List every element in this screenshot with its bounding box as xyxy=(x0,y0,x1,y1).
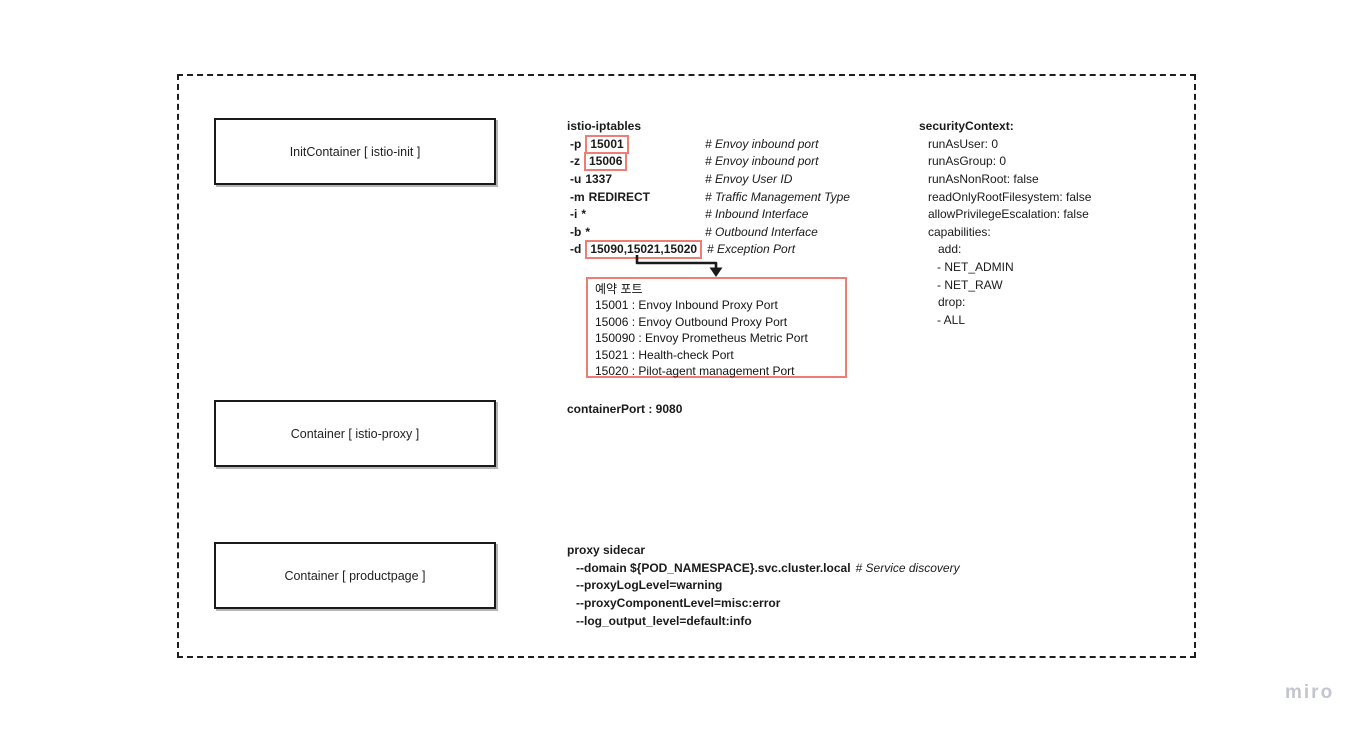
flag-z: -z xyxy=(570,154,580,169)
security-context-line: allowPrivilegeEscalation: false xyxy=(928,207,1089,222)
flag-d: -d xyxy=(570,242,582,257)
reserved-port-item: 15020 : Pilot-agent management Port xyxy=(595,364,795,379)
proxy-sidecar-title: proxy sidecar xyxy=(567,543,646,557)
security-context-line: runAsGroup: 0 xyxy=(928,154,1007,169)
comment-u: # Envoy User ID xyxy=(705,171,793,186)
reserved-ports-title: 예약 포트 xyxy=(595,282,643,296)
exception-ports-arrow xyxy=(635,255,723,277)
proxy-sidecar-block[interactable]: proxy sidecar --domain ${POD_NAMESPACE}.… xyxy=(567,542,960,630)
productpage-container-label: Container [ productpage ] xyxy=(284,568,426,583)
istio-proxy-container-label: Container [ istio-proxy ] xyxy=(290,426,420,441)
iptables-line-i: -i* # Inbound Interface xyxy=(567,206,808,224)
flag-i: -i xyxy=(570,207,578,222)
comment-i: # Inbound Interface xyxy=(705,207,809,222)
flag-u: -u xyxy=(570,171,582,186)
reserved-port-item: 15001 : Envoy Inbound Proxy Port xyxy=(595,298,778,313)
security-context-block[interactable]: securityContext: runAsUser: 0 runAsGroup… xyxy=(919,118,1091,330)
proxy-domain-arg: --domain ${POD_NAMESPACE}.svc.cluster.lo… xyxy=(576,560,851,575)
security-context-line: runAsUser: 0 xyxy=(928,136,999,151)
istio-proxy-container-box[interactable]: Container [ istio-proxy ] xyxy=(214,400,496,467)
comment-m: # Traffic Management Type xyxy=(705,189,850,204)
value-user-id: 1337 xyxy=(585,171,613,186)
pod-boundary-frame[interactable] xyxy=(177,74,1196,658)
security-context-line: drop: xyxy=(938,295,966,310)
reserved-port-item: 150090 : Envoy Prometheus Metric Port xyxy=(595,331,808,346)
value-outbound-port: 15006 xyxy=(584,152,628,172)
flag-m: -m xyxy=(570,189,585,204)
iptables-line-z: -z 15006 # Envoy inbound port xyxy=(567,152,818,172)
init-container-box[interactable]: InitContainer [ istio-init ] xyxy=(214,118,496,185)
comment-z: # Envoy inbound port xyxy=(705,154,819,169)
proxy-sidecar-domain-line: --domain ${POD_NAMESPACE}.svc.cluster.lo… xyxy=(567,560,960,578)
security-context-line: runAsNonRoot: false xyxy=(928,171,1039,186)
init-container-label: InitContainer [ istio-init ] xyxy=(289,144,421,159)
flag-p: -p xyxy=(570,136,582,151)
security-context-line: add: xyxy=(938,242,962,257)
security-context-line: - NET_RAW xyxy=(937,277,1003,292)
miro-watermark: miro xyxy=(1285,682,1335,703)
value-inbound-iface: * xyxy=(581,207,587,222)
proxy-componentlevel-arg: --proxyComponentLevel=misc:error xyxy=(576,595,781,610)
reserved-port-item: 15006 : Envoy Outbound Proxy Port xyxy=(595,314,788,329)
security-context-line: - ALL xyxy=(937,313,966,328)
proxy-domain-comment: # Service discovery xyxy=(855,560,960,575)
container-port-text[interactable]: containerPort : 9080 xyxy=(567,402,683,416)
security-context-line: readOnlyRootFilesystem: false xyxy=(928,189,1092,204)
iptables-line-b: -b* # Outbound Interface xyxy=(567,224,818,242)
proxy-loglevel-arg: --proxyLogLevel=warning xyxy=(576,578,723,593)
security-context-line: - NET_ADMIN xyxy=(937,260,1014,275)
flag-b: -b xyxy=(570,224,582,239)
proxy-logoutput-arg: --log_output_level=default:info xyxy=(576,613,752,628)
iptables-title: istio-iptables xyxy=(567,119,642,133)
value-redirect: REDIRECT xyxy=(588,189,651,204)
comment-d: # Exception Port xyxy=(707,242,796,257)
reserved-ports-callout[interactable]: 예약 포트 15001 : Envoy Inbound Proxy Port 1… xyxy=(586,277,847,378)
comment-p: # Envoy inbound port xyxy=(705,136,819,151)
security-context-title: securityContext: xyxy=(919,119,1014,133)
productpage-container-box[interactable]: Container [ productpage ] xyxy=(214,542,496,609)
value-inbound-port: 15001 xyxy=(585,134,629,154)
reserved-port-item: 15021 : Health-check Port xyxy=(595,347,734,362)
security-context-line: capabilities: xyxy=(928,224,991,239)
comment-b: # Outbound Interface xyxy=(705,224,818,239)
value-outbound-iface: * xyxy=(585,224,590,239)
value-exception-ports: 15090,15021,15020 xyxy=(585,240,703,260)
